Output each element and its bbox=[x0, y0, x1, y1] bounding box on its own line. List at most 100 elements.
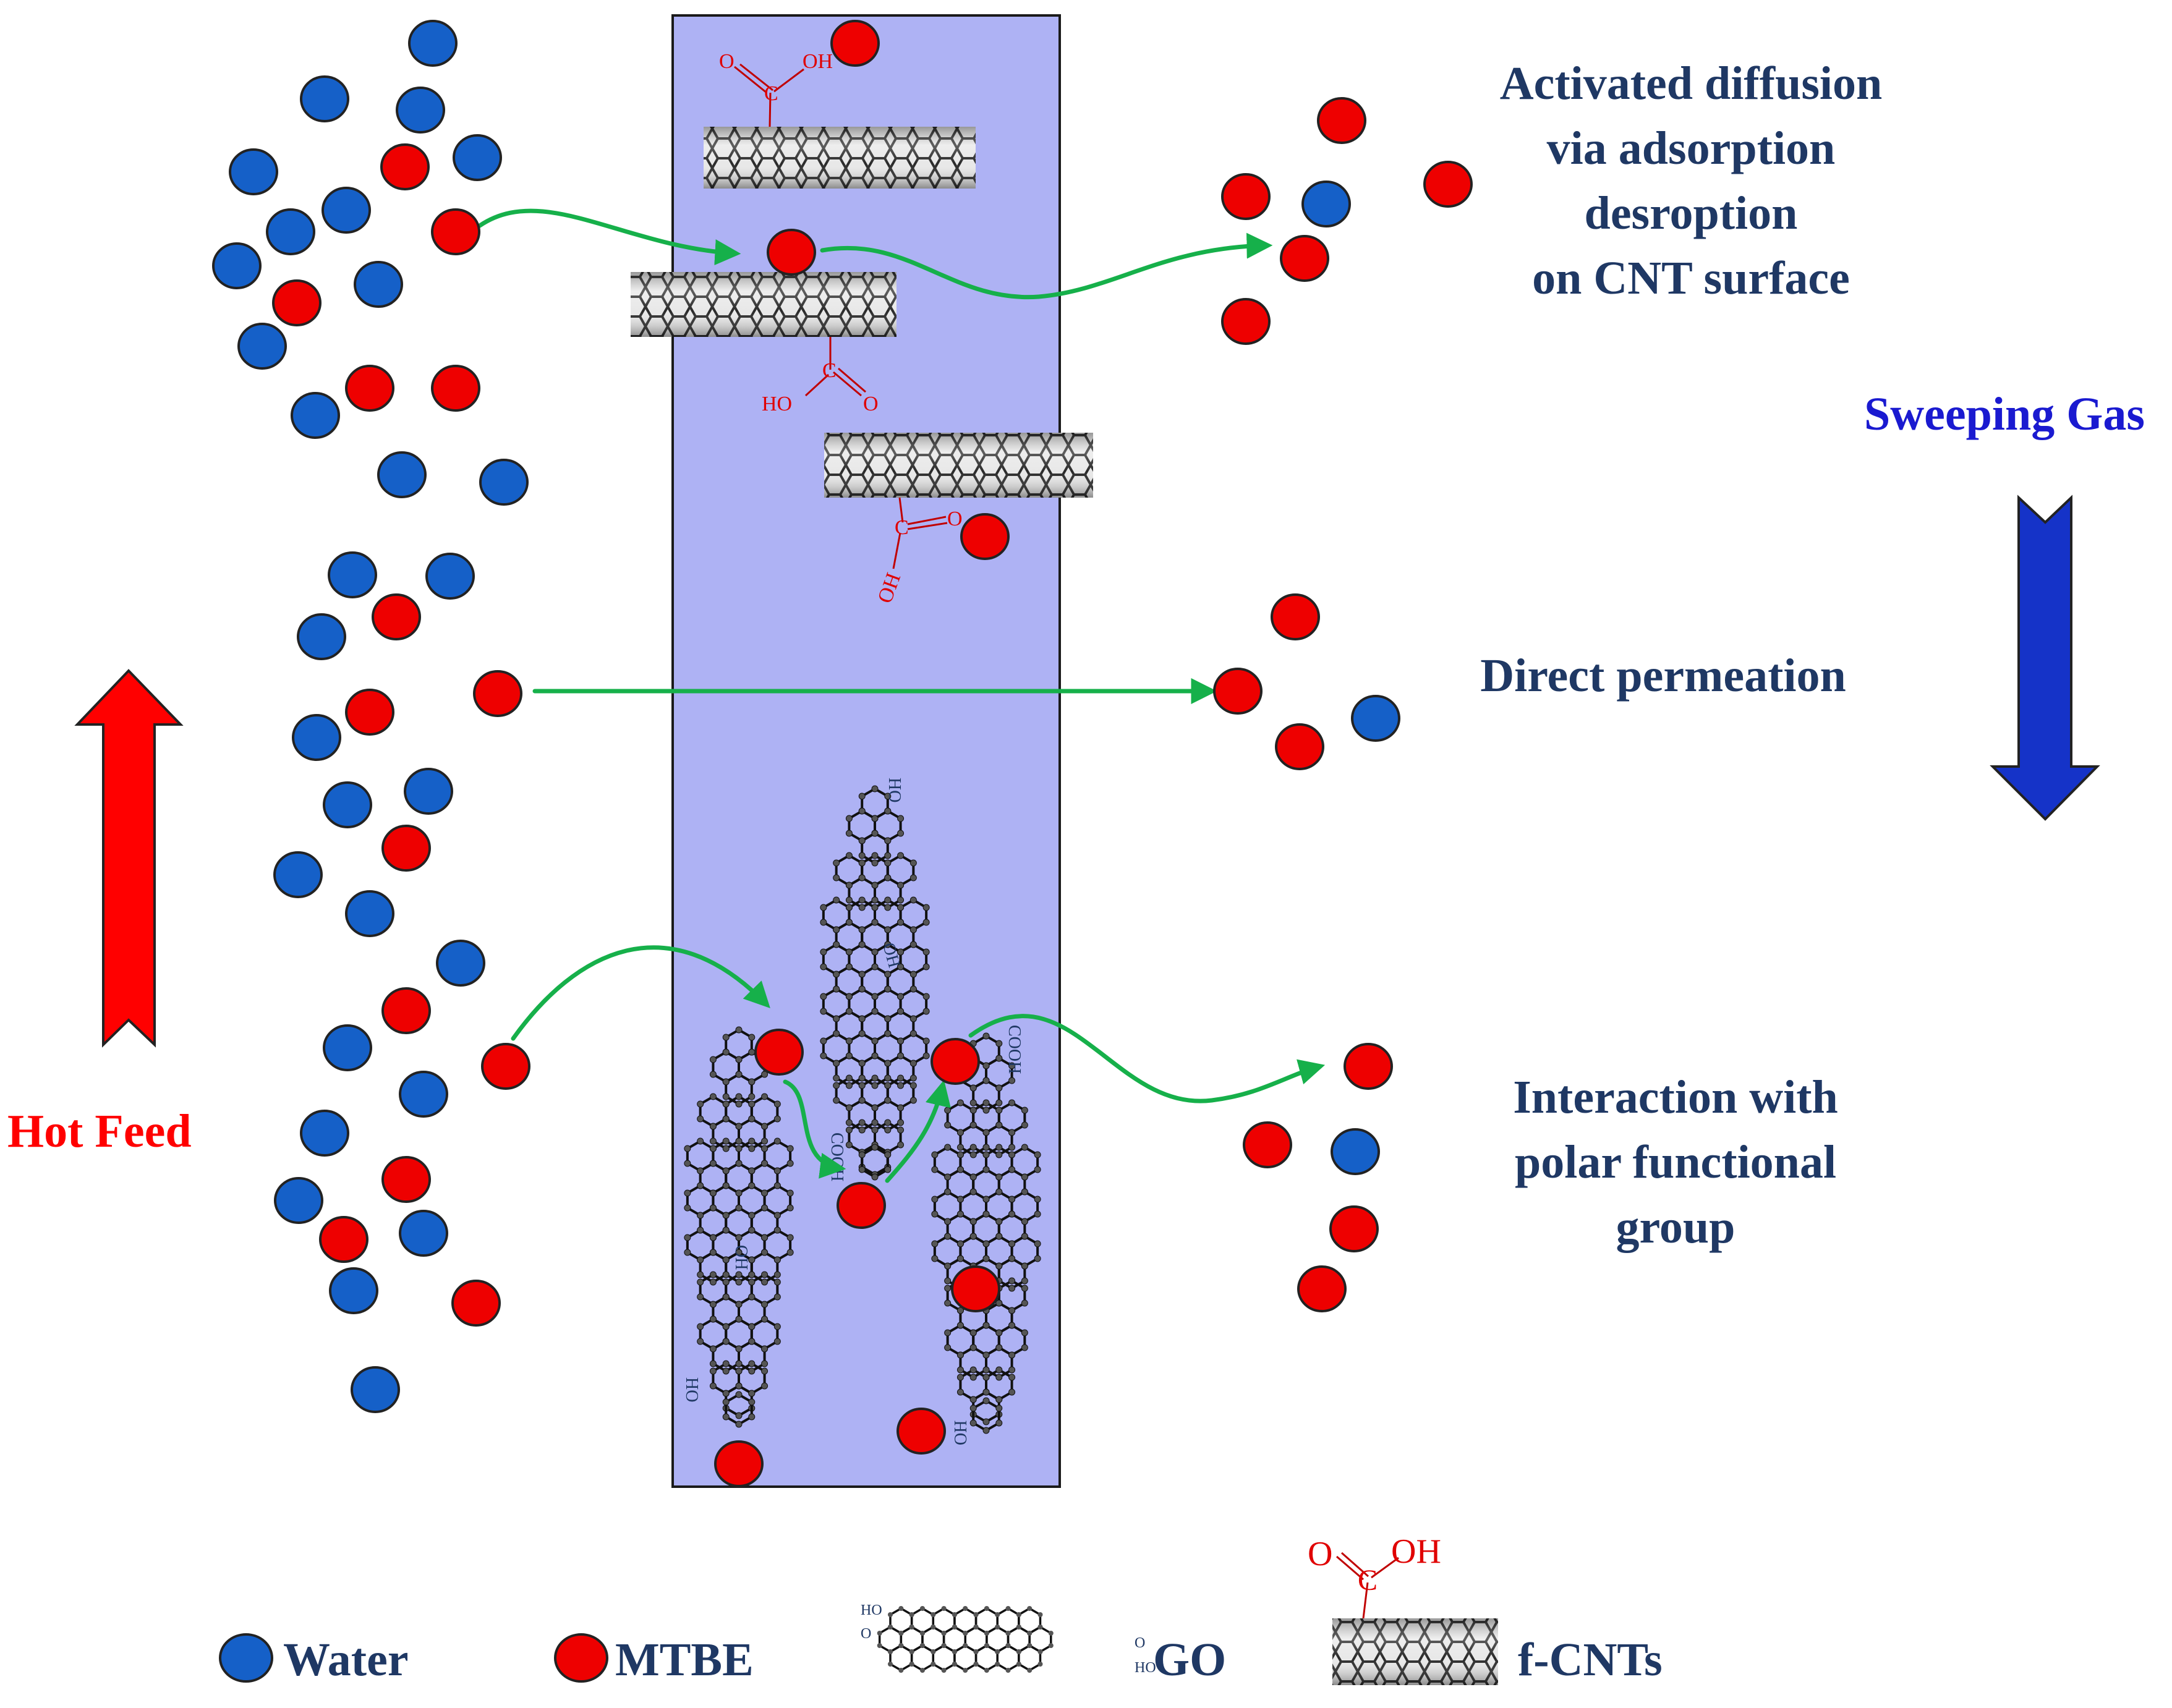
oxygen-label: O bbox=[947, 508, 963, 530]
mtbe-molecule bbox=[830, 20, 880, 67]
cnt-tube-2 bbox=[631, 272, 896, 337]
legend-fcnt: C O OH f-CNTs bbox=[1308, 1532, 1663, 1686]
mtbe-molecule bbox=[381, 1156, 431, 1203]
water-molecule bbox=[425, 553, 475, 600]
water-molecule bbox=[292, 714, 341, 761]
go-o-label: O bbox=[1135, 1635, 1145, 1651]
water-molecule bbox=[274, 1177, 323, 1224]
legend-go: HO O O HO GO bbox=[861, 1602, 1226, 1686]
water-molecule bbox=[396, 87, 445, 134]
go-sheet-left bbox=[722, 1391, 756, 1428]
fcnt-icon: C O OH bbox=[1308, 1532, 1498, 1685]
water-molecule bbox=[229, 148, 278, 195]
go-sheet-left bbox=[709, 1048, 769, 1108]
go-sheet-right bbox=[931, 1188, 1041, 1247]
water-molecule bbox=[300, 75, 349, 122]
interaction-label: Interaction with polar functional group bbox=[1513, 1071, 1838, 1253]
mtbe-molecule bbox=[481, 1043, 530, 1090]
legend-water-label: Water bbox=[283, 1634, 409, 1686]
go-sheet-left bbox=[697, 1315, 781, 1375]
water-molecule bbox=[479, 459, 529, 506]
go-cooh-label: COOH bbox=[827, 1132, 846, 1181]
mtbe-molecule bbox=[767, 229, 816, 276]
mtbe-molecule bbox=[1221, 173, 1271, 220]
water-molecule-icon bbox=[219, 1633, 273, 1683]
go-sheet-left bbox=[697, 1093, 781, 1152]
water-molecule bbox=[300, 1110, 349, 1157]
water-molecule bbox=[323, 1024, 372, 1071]
go-oh-label: OH bbox=[952, 1421, 971, 1445]
go-sheet-left bbox=[709, 1360, 769, 1419]
mtbe-molecule bbox=[1423, 161, 1473, 208]
mtbe-molecule bbox=[754, 1029, 804, 1076]
water-molecule bbox=[323, 781, 372, 828]
legend: Water MTBE HO O O HO GO C O OH bbox=[219, 1532, 1663, 1686]
water-molecule bbox=[273, 851, 323, 898]
mtbe-molecule bbox=[381, 825, 431, 872]
cnt-tube-3 bbox=[824, 433, 1093, 498]
water-molecule bbox=[291, 392, 340, 439]
mtbe-molecule bbox=[1213, 668, 1263, 715]
label-line: group bbox=[1616, 1201, 1735, 1253]
label-line: via adsorption bbox=[1547, 122, 1836, 174]
mtbe-molecule bbox=[381, 987, 431, 1034]
mtbe-molecule bbox=[372, 593, 421, 640]
water-molecule bbox=[1331, 1128, 1380, 1175]
water-molecule bbox=[1351, 695, 1400, 742]
mtbe-molecule bbox=[1329, 1205, 1379, 1252]
water-molecule bbox=[297, 613, 346, 660]
hydroxyl-label: OH bbox=[803, 50, 833, 73]
mtbe-molecule bbox=[951, 1265, 1000, 1312]
mtbe-molecule bbox=[380, 143, 430, 190]
carbon-label: C bbox=[1358, 1564, 1378, 1597]
go-sheet-center bbox=[845, 807, 905, 867]
go-sheet-center bbox=[858, 1144, 892, 1181]
go-sheet-right bbox=[969, 1397, 1003, 1434]
legend-mtbe-label: MTBE bbox=[615, 1634, 754, 1686]
mtbe-molecule bbox=[931, 1038, 980, 1085]
arrow-feed-to-cnt bbox=[477, 208, 741, 266]
cnt-tube-1 bbox=[704, 127, 976, 189]
label-line: on CNT surface bbox=[1532, 252, 1850, 304]
go-sheet-center bbox=[820, 1030, 930, 1089]
carboxyl-group-1: C O OH bbox=[719, 50, 833, 127]
label-line: desroption bbox=[1585, 187, 1798, 239]
water-molecule bbox=[354, 261, 403, 308]
sweeping-gas-arrow bbox=[1990, 495, 2100, 821]
water-molecule bbox=[351, 1366, 400, 1413]
carboxyl-group-3: C O OH bbox=[874, 497, 963, 606]
mtbe-molecule bbox=[345, 689, 394, 736]
go-sheet-center bbox=[820, 985, 930, 1045]
go-ho-label: HO bbox=[885, 778, 904, 802]
mtbe-molecule bbox=[473, 670, 522, 717]
mtbe-molecule bbox=[431, 208, 480, 255]
water-molecule bbox=[436, 940, 485, 987]
water-molecule bbox=[266, 208, 315, 255]
go-ho-label: HO bbox=[1135, 1660, 1156, 1676]
go-sheet-icon bbox=[877, 1606, 1054, 1673]
arrow-go-to-permeate bbox=[968, 1014, 1326, 1103]
mtbe-molecule bbox=[1297, 1265, 1347, 1312]
oxygen-label: O bbox=[719, 50, 735, 73]
label-line: polar functional bbox=[1515, 1136, 1836, 1188]
go-sheet-right bbox=[944, 1322, 1028, 1381]
water-molecule bbox=[328, 551, 377, 598]
carboxyl-group-2: C HO O bbox=[762, 337, 879, 415]
go-sheet-center bbox=[820, 941, 930, 1000]
go-sheet-center bbox=[833, 852, 917, 911]
go-sheet-center bbox=[833, 1074, 917, 1134]
go-ho-label: HO bbox=[682, 1377, 701, 1402]
water-molecule bbox=[1301, 181, 1351, 227]
mtbe-molecule bbox=[1275, 723, 1324, 770]
arrow-feed-to-go bbox=[511, 945, 770, 1041]
mtbe-molecule bbox=[319, 1216, 368, 1263]
hydroxyl-label: HO bbox=[762, 393, 792, 415]
hydroxyl-label: OH bbox=[1391, 1532, 1441, 1571]
hot-feed-label: Hot Feed bbox=[7, 1105, 192, 1157]
water-molecule bbox=[399, 1071, 448, 1118]
water-molecule bbox=[404, 768, 453, 815]
water-molecule bbox=[212, 242, 262, 289]
water-molecule bbox=[453, 134, 502, 181]
go-ho-label: HO bbox=[861, 1602, 882, 1618]
